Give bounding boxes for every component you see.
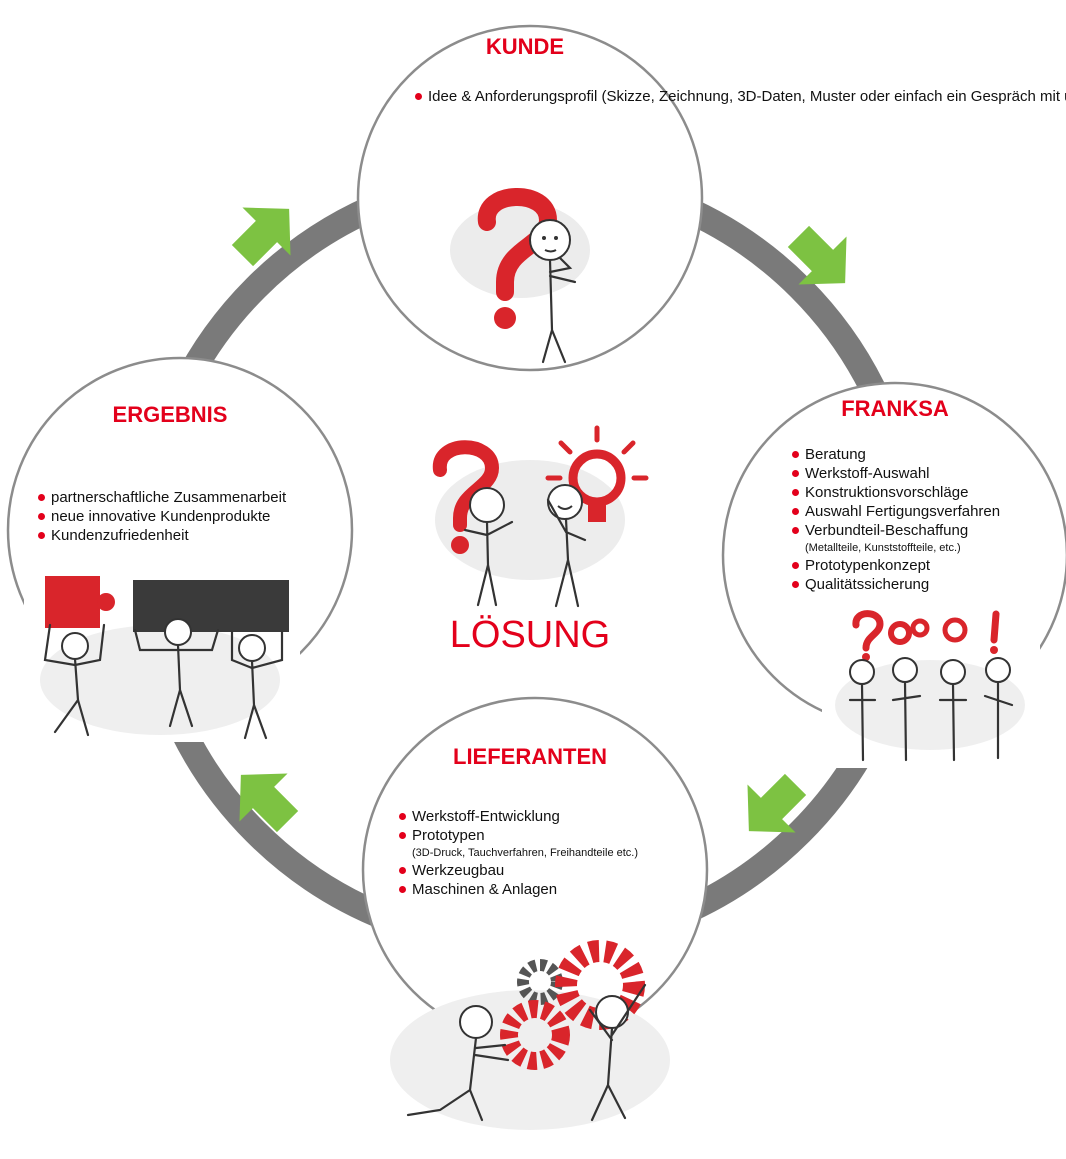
figures-carrying-gears-icon	[390, 940, 670, 1130]
franksa-list-item: Werkstoff-Auswahl	[791, 464, 1000, 483]
ergebnis-title: ERGEBNIS	[112, 402, 228, 427]
lieferanten-list-item: Werkstoff-Entwicklung	[398, 807, 638, 826]
arrow-bottom-left	[239, 773, 299, 833]
center-label: LÖSUNG	[449, 614, 611, 656]
franksa-list-item: (Metallteile, Kunststoffteile, etc.)	[805, 542, 961, 554]
question-and-lightbulb-figures-icon	[432, 425, 649, 608]
lieferanten-list-item: Prototypen	[398, 826, 638, 845]
arrow-bottom-right	[747, 773, 807, 833]
figures-carrying-puzzle-pieces-icon	[24, 572, 300, 742]
thinking-figure-question-mark-icon	[450, 188, 590, 364]
franksa-title: FRANKSA	[841, 396, 949, 421]
kunde-list: Idee & Anforderungsprofil (Skizze, Zeich…	[414, 87, 1066, 107]
franksa-list-item: Auswahl Fertigungsverfahren	[791, 502, 1000, 521]
lieferanten-list-item: Werkzeugbau	[398, 861, 638, 880]
arrow-top-left	[231, 207, 291, 267]
lieferanten-title: LIEFERANTEN	[453, 744, 607, 769]
franksa-list-item: Verbundteil-Beschaffung	[791, 521, 1000, 540]
franksa-list-item: Qualitätssicherung	[791, 575, 1000, 594]
kunde-list-item: Idee & Anforderungsprofil (Skizze, Zeich…	[414, 87, 1066, 107]
team-with-symbols-icon	[822, 610, 1040, 768]
ergebnis-list-item: partnerschaftliche Zusammenarbeit	[37, 488, 286, 507]
franksa-list-item: Prototypenkonzept	[791, 556, 1000, 575]
franksa-list-item: Beratung	[791, 445, 1000, 464]
lieferanten-list-item: Maschinen & Anlagen	[398, 880, 638, 899]
ergebnis-list-item: neue innovative Kundenprodukte	[37, 507, 286, 526]
arrow-top-right	[787, 225, 847, 285]
ergebnis-list-item: Kundenzufriedenheit	[37, 526, 286, 545]
lieferanten-list-item: (3D-Druck, Tauchverfahren, Freihandteile…	[412, 847, 639, 859]
franksa-list-item: Konstruktionsvorschläge	[791, 483, 1000, 502]
kunde-title: KUNDE	[485, 34, 565, 59]
